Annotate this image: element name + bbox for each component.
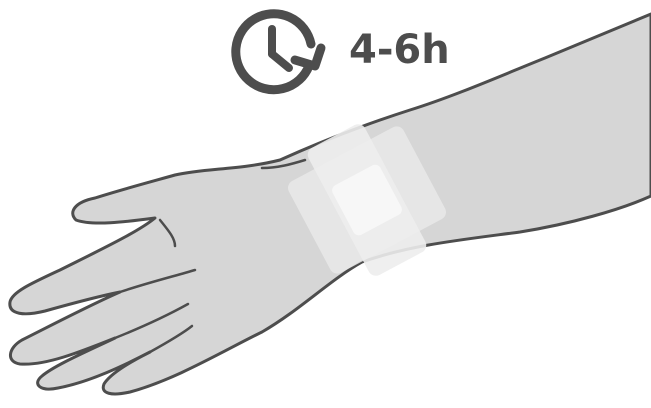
clock-with-refresh-arrow-icon <box>223 4 335 104</box>
duration-indicator: 4-6h <box>223 4 450 104</box>
duration-label: 4-6h <box>349 30 450 70</box>
